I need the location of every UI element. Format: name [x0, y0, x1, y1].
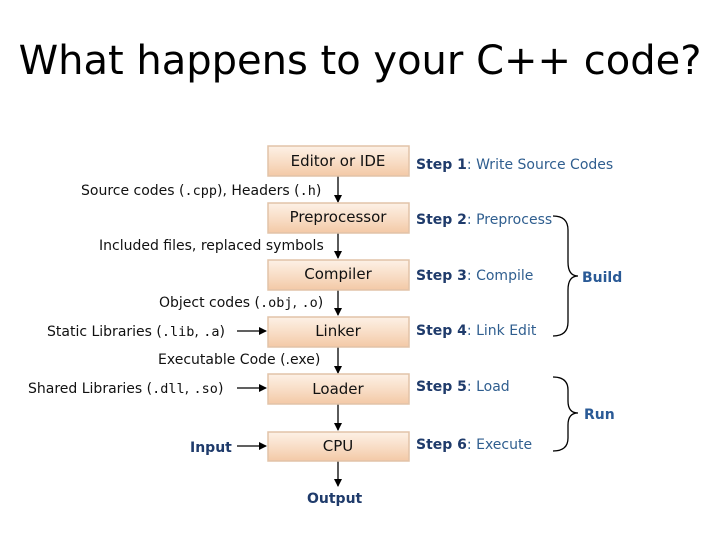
stage-editor-label: Editor or IDE [291, 152, 386, 170]
stage-linker-label: Linker [315, 322, 361, 340]
page-title: What happens to your C++ code? [18, 38, 702, 84]
stage-loader-box: Loader [267, 373, 410, 405]
stage-editor-box: Editor or IDE [267, 145, 410, 177]
stage-cpu-label: CPU [323, 437, 354, 455]
static-libraries-label: Static Libraries (.lib, .a) [47, 324, 225, 340]
stage-loader-label: Loader [312, 380, 364, 398]
run-brace [552, 376, 579, 452]
object-codes-label: Object codes (.obj, .o) [159, 295, 323, 311]
stage-compiler-box: Compiler [267, 259, 410, 291]
step-3-label: Step 3: Compile [416, 268, 533, 284]
stage-compiler-label: Compiler [304, 265, 372, 283]
input-label: Input [190, 440, 232, 456]
step-2-label: Step 2: Preprocess [416, 212, 552, 228]
shared-libraries-label: Shared Libraries (.dll, .so) [28, 381, 223, 397]
step-1-label: Step 1: Write Source Codes [416, 157, 613, 173]
build-brace [552, 215, 579, 337]
stage-linker-box: Linker [267, 316, 410, 348]
stage-preprocessor-label: Preprocessor [290, 208, 388, 226]
run-phase-label: Run [584, 407, 615, 423]
step-4-label: Step 4: Link Edit [416, 323, 537, 339]
executable-code-label: Executable Code (.exe) [158, 352, 320, 368]
output-label: Output [307, 491, 363, 507]
source-codes-label: Source codes (.cpp), Headers (.h) [81, 183, 321, 199]
stage-cpu-box: CPU [267, 431, 410, 462]
step-5-label: Step 5: Load [416, 379, 510, 395]
stage-preprocessor-box: Preprocessor [267, 202, 410, 234]
step-6-label: Step 6: Execute [416, 437, 532, 453]
build-phase-label: Build [582, 270, 622, 286]
included-files-label: Included files, replaced symbols [99, 238, 324, 254]
